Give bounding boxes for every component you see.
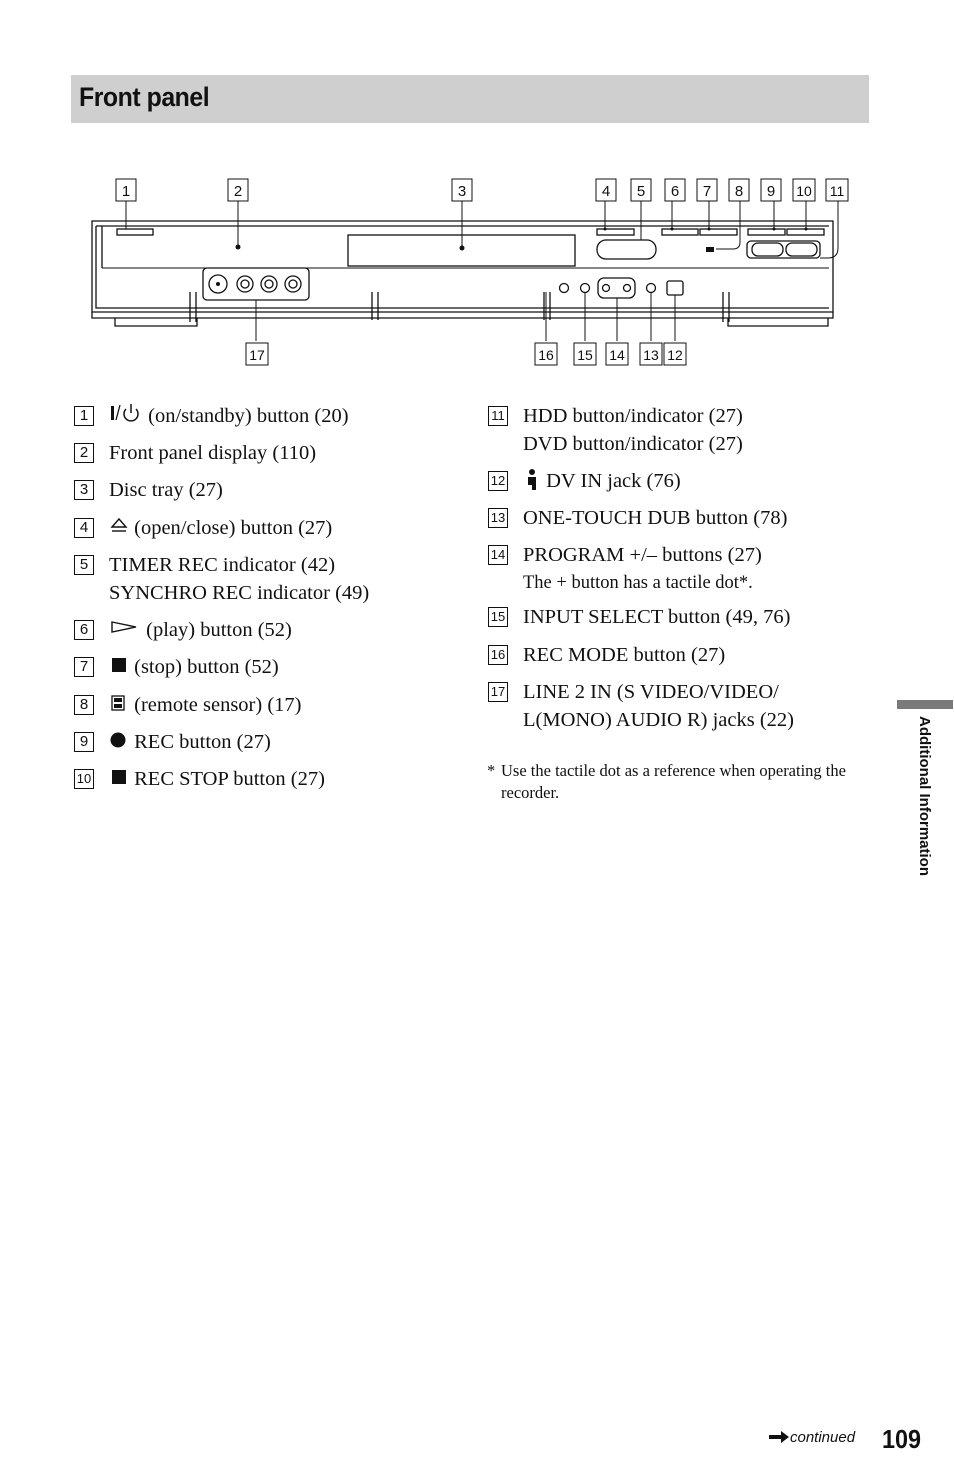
svg-text:11: 11 <box>830 183 845 199</box>
section-title: Front panel <box>79 82 210 112</box>
remote-sensor-icon <box>111 695 125 711</box>
item-number: 2 <box>74 443 94 463</box>
diagram-label-2: 2 <box>227 178 249 202</box>
page-number: 109 <box>882 1424 922 1454</box>
item-label: TIMER REC indicator (42) <box>109 554 336 576</box>
record-dot-icon <box>110 732 126 748</box>
stop-icon <box>112 658 126 672</box>
power-icon <box>111 404 139 422</box>
item-number: 17 <box>488 682 508 702</box>
diagram-label-1: 1 <box>115 178 137 202</box>
svg-text:17: 17 <box>249 347 265 363</box>
item-number: 12 <box>488 471 508 491</box>
footnote-text: Use the tactile dot as a reference when … <box>501 761 846 802</box>
svg-text:6: 6 <box>671 183 679 200</box>
svg-text:4: 4 <box>602 183 610 200</box>
item-number: 9 <box>74 732 94 752</box>
diagram-label-14: 14 <box>605 342 629 366</box>
item-number: 3 <box>74 480 94 500</box>
side-tab-label: Additional Information <box>915 716 935 906</box>
svg-text:14: 14 <box>609 347 625 363</box>
item-number: 5 <box>74 555 94 575</box>
item-number: 10 <box>74 769 94 789</box>
diagram-label-8: 8 <box>728 178 750 202</box>
section-header: Front panel <box>71 75 869 123</box>
item-label: ONE-TOUCH DUB button (78) <box>523 507 788 529</box>
item-number: 1 <box>74 406 94 426</box>
continued-indicator: continued <box>768 1429 855 1446</box>
continued-text: continued <box>790 1429 856 1446</box>
item-number: 16 <box>488 645 508 665</box>
item-number: 13 <box>488 508 508 528</box>
item-number: 15 <box>488 607 508 627</box>
item-label: Front panel display (110) <box>109 442 317 464</box>
eject-icon <box>110 517 128 532</box>
item-label: (play) button (52) <box>146 619 292 641</box>
diagram-label-4: 4 <box>595 178 617 202</box>
diagram-label-15: 15 <box>573 342 597 366</box>
item-label-line2: DVD button/indicator (27) <box>523 433 743 455</box>
item-number: 11 <box>488 406 508 426</box>
item-number: 6 <box>74 620 94 640</box>
svg-text:3: 3 <box>458 183 466 200</box>
item-number: 7 <box>74 657 94 677</box>
item-label: (open/close) button (27) <box>134 517 333 539</box>
svg-text:16: 16 <box>538 347 554 363</box>
svg-text:12: 12 <box>667 347 683 363</box>
play-icon <box>111 621 137 633</box>
dv-icon <box>528 469 536 490</box>
svg-text:7: 7 <box>703 183 711 200</box>
item-label: REC button (27) <box>134 731 271 753</box>
item-label: INPUT SELECT button (49, 76) <box>523 606 791 628</box>
item-label: LINE 2 IN (S VIDEO/VIDEO/ <box>523 681 779 703</box>
svg-text:10: 10 <box>796 183 812 199</box>
item-label: (remote sensor) (17) <box>134 694 302 716</box>
front-panel-diagram: 1 2 3 4 5 6 7 8 9 10 11 17 16 15 14 13 1… <box>91 178 849 366</box>
svg-text:1: 1 <box>122 183 130 200</box>
diagram-label-11: 11 <box>825 178 849 202</box>
arrow-right-icon <box>769 1431 789 1443</box>
item-number: 8 <box>74 695 94 715</box>
diagram-label-3: 3 <box>451 178 473 202</box>
side-tab-text: Additional Information <box>916 716 933 876</box>
stop-icon <box>112 770 126 784</box>
svg-text:8: 8 <box>735 183 743 200</box>
item-label: HDD button/indicator (27) <box>523 405 743 427</box>
side-tab-marker <box>897 700 953 709</box>
item-number: 14 <box>488 545 508 565</box>
svg-text:5: 5 <box>637 183 645 200</box>
item-label: (on/standby) button (20) <box>148 405 349 427</box>
item-label: (stop) button (52) <box>134 656 279 678</box>
item-number: 4 <box>74 518 94 538</box>
footnote-marker: * <box>487 761 496 780</box>
diagram-label-5: 5 <box>630 178 652 202</box>
diagram-label-13: 13 <box>639 342 663 366</box>
item-label: PROGRAM +/– buttons (27) <box>523 544 762 566</box>
item-label: REC MODE button (27) <box>523 644 726 666</box>
diagram-label-10: 10 <box>792 178 816 202</box>
svg-text:9: 9 <box>767 183 775 200</box>
item-label-line2: SYNCHRO REC indicator (49) <box>109 582 370 604</box>
item-label-line2: L(MONO) AUDIO R) jacks (22) <box>523 709 795 731</box>
svg-text:2: 2 <box>234 183 242 200</box>
item-label: REC STOP button (27) <box>134 768 325 790</box>
diagram-label-7: 7 <box>696 178 718 202</box>
diagram-label-12: 12 <box>663 342 687 366</box>
diagram-label-9: 9 <box>760 178 782 202</box>
svg-text:15: 15 <box>577 347 593 363</box>
item-label: DV IN jack (76) <box>546 470 681 492</box>
diagram-label-17: 17 <box>245 342 269 366</box>
svg-text:13: 13 <box>643 347 659 363</box>
item-note: The + button has a tactile dot*. <box>523 573 753 593</box>
diagram-label-6: 6 <box>664 178 686 202</box>
diagram-label-16: 16 <box>534 342 558 366</box>
item-label: Disc tray (27) <box>109 479 223 501</box>
